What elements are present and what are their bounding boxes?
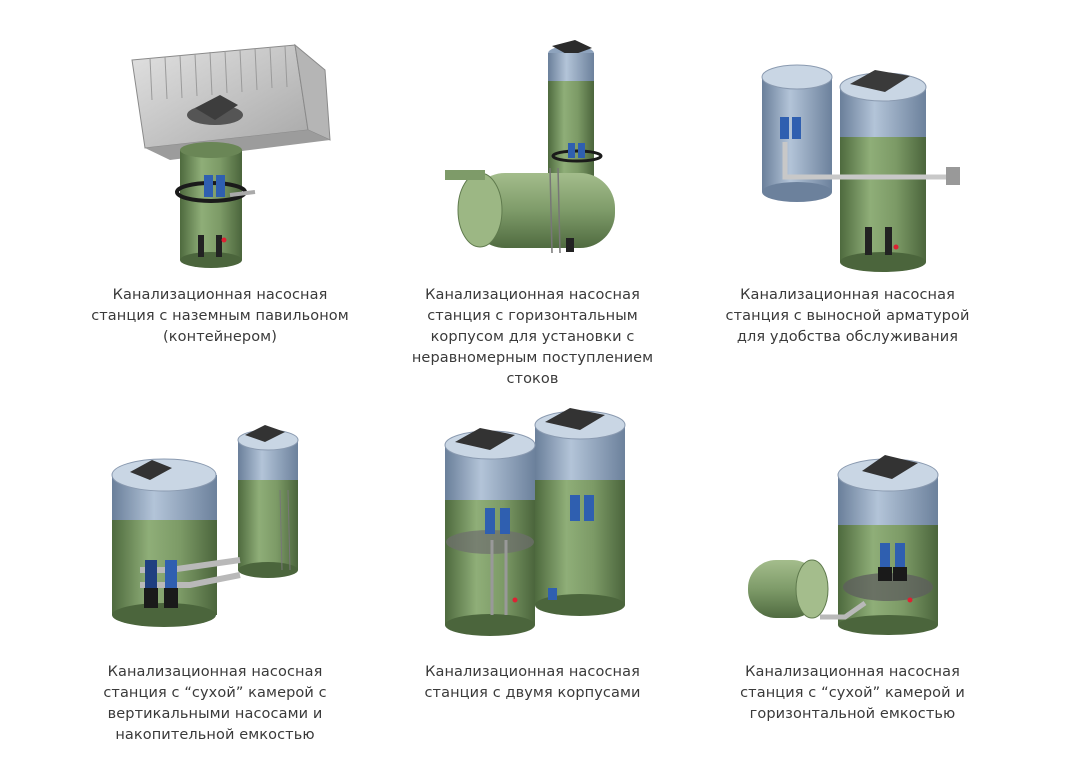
station-1: [120, 30, 360, 290]
station-6-caption: Канализационная насосная станция с “сухо…: [740, 664, 965, 722]
dry-chamber-horizontal-illustration: [748, 455, 939, 635]
station-4-caption: Канализационная насосная станция с “сухо…: [103, 664, 327, 743]
horizontal-tank-illustration: [445, 40, 615, 254]
station-3: [750, 42, 980, 272]
external-fittings-illustration: [761, 64, 960, 272]
station-2-caption: Канализационная насосная станция с гориз…: [411, 287, 654, 387]
station-2: [440, 38, 640, 268]
station-6: [740, 445, 960, 635]
station-1-caption: Канализационная насосная станция с назем…: [91, 287, 349, 345]
station-5-caption: Канализационная насосная станция с двумя…: [424, 664, 641, 701]
station-5: [440, 400, 640, 640]
dry-chamber-vertical-illustration: [111, 425, 299, 627]
station-4: [110, 420, 330, 630]
pavilion-station-illustration: [131, 43, 331, 268]
station-3-caption: Канализационная насосная станция с вынос…: [725, 287, 970, 345]
two-bodies-illustration: [444, 408, 626, 636]
